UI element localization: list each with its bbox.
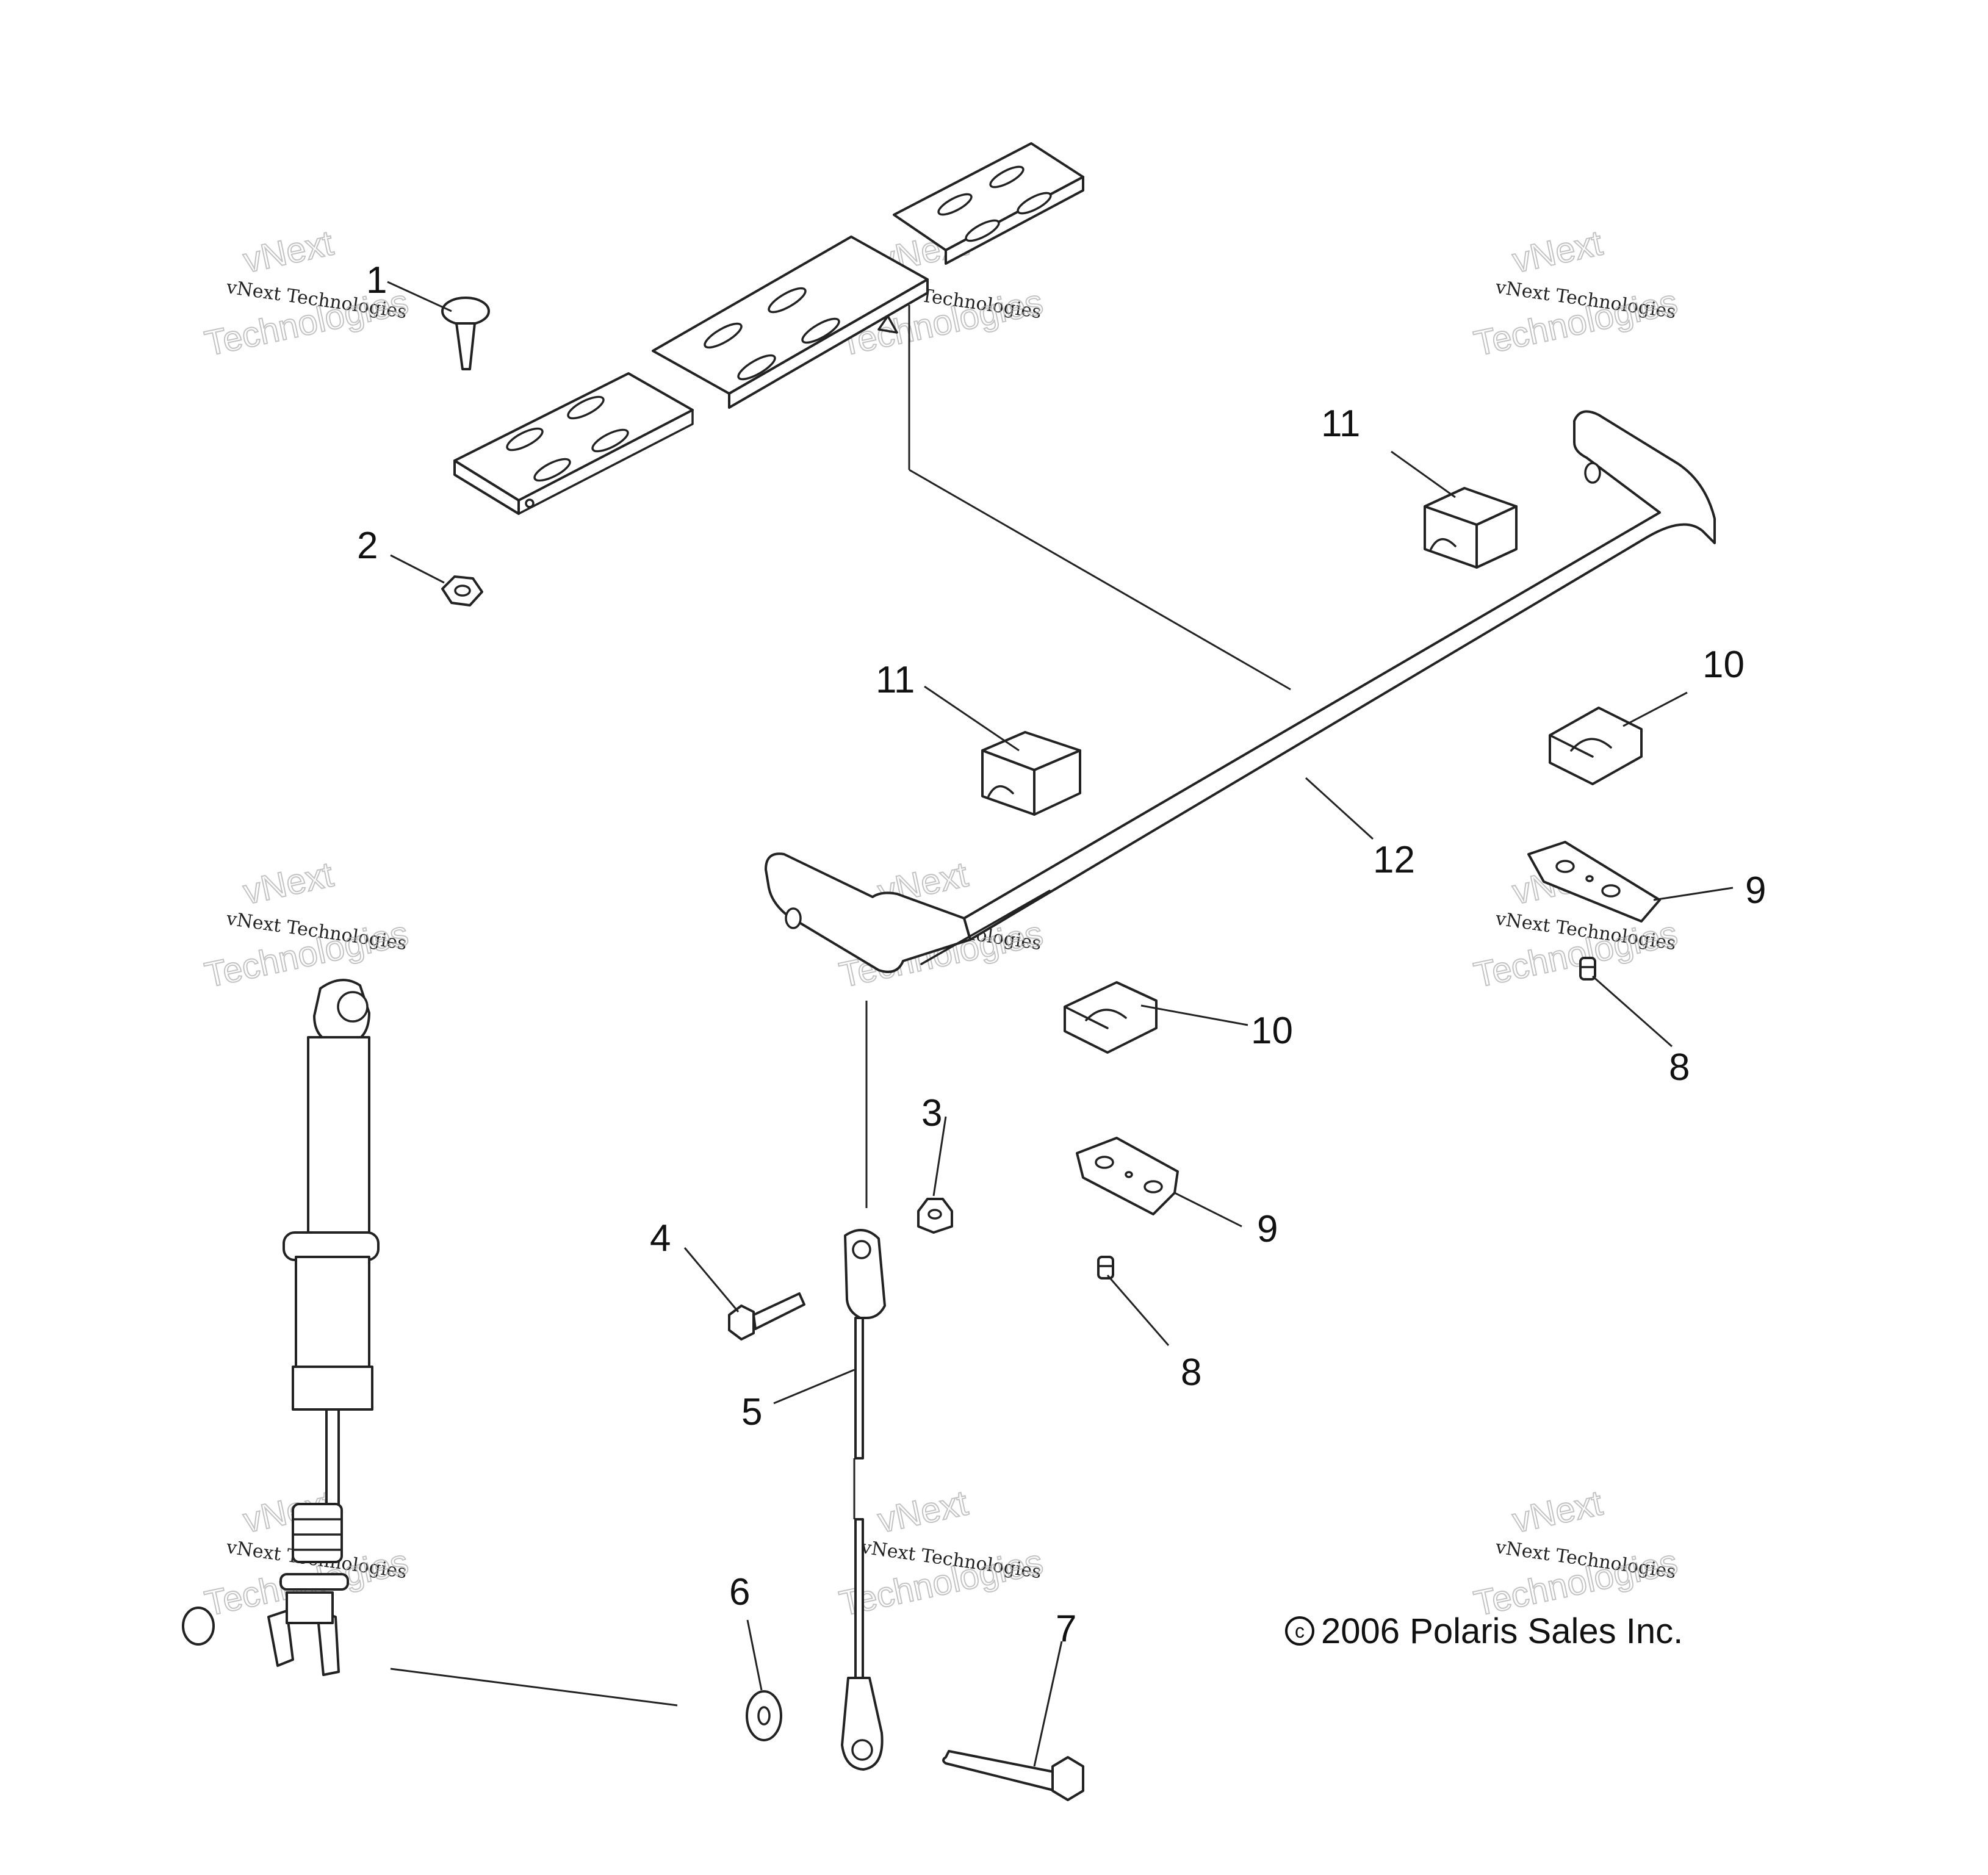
callout-2: 2 xyxy=(357,525,378,567)
shock-absorber xyxy=(182,979,380,1676)
watermark: vNext vNext Technologies Technologies xyxy=(1470,223,1682,364)
callout-numbers: 1 2 3 4 5 6 7 8 8 9 9 10 10 11 11 12 xyxy=(357,259,1766,1650)
copyright-symbol: c xyxy=(1295,1620,1305,1642)
callout-8-lower: 8 xyxy=(1181,1351,1201,1394)
watermark-top: vNext xyxy=(240,855,337,912)
callout-6: 6 xyxy=(729,1571,750,1613)
callout-10-upper: 10 xyxy=(1702,644,1745,686)
plate-upper xyxy=(1527,841,1661,923)
washer xyxy=(746,1690,782,1741)
grease-fitting-lower xyxy=(1097,1256,1114,1279)
mounting-rail-left xyxy=(453,372,694,515)
bolt-short xyxy=(728,1292,805,1341)
callout-3: 3 xyxy=(921,1092,942,1134)
callout-8-upper: 8 xyxy=(1669,1046,1690,1089)
callout-9-lower: 9 xyxy=(1257,1208,1278,1250)
bolt-long xyxy=(942,1750,1084,1801)
mounting-rail-center xyxy=(652,236,929,409)
callout-5: 5 xyxy=(741,1391,762,1433)
callout-12: 12 xyxy=(1373,839,1415,881)
watermark-top: vNext xyxy=(1509,223,1606,281)
assembly-lines xyxy=(390,305,1291,1707)
stabilizer-bar xyxy=(765,410,1716,973)
watermark-top: vNext xyxy=(1509,1483,1606,1541)
clamp-upper xyxy=(1549,707,1643,785)
copyright: c 2006 Polaris Sales Inc. xyxy=(1285,1611,1683,1651)
callout-7: 7 xyxy=(1056,1608,1076,1650)
watermark: vNext vNext Technologies Technologies xyxy=(835,1483,1047,1624)
mounting-rail-right xyxy=(893,142,1084,265)
callout-10-lower: 10 xyxy=(1251,1010,1293,1052)
grease-fitting-upper xyxy=(1579,957,1596,981)
plate-lower xyxy=(1076,1137,1179,1215)
clamp-lower xyxy=(1064,981,1158,1054)
callout-9-upper: 9 xyxy=(1745,869,1766,912)
callout-11-lower: 11 xyxy=(876,659,915,701)
copyright-circle xyxy=(1285,1616,1314,1646)
screw xyxy=(441,297,490,370)
watermark-top: vNext xyxy=(874,1483,971,1541)
watermark: vNext vNext Technologies Technologies xyxy=(201,854,412,996)
watermark-top: vNext xyxy=(240,223,337,281)
callout-4: 4 xyxy=(650,1217,671,1259)
callout-11-upper: 11 xyxy=(1321,403,1360,445)
watermark: vNext vNext Technologies Technologies xyxy=(1470,1483,1682,1624)
leader-lines xyxy=(387,281,1734,1767)
nut xyxy=(441,575,483,606)
bushing-upper xyxy=(1424,487,1518,569)
bushing-lower xyxy=(981,731,1081,816)
callout-1: 1 xyxy=(366,259,387,301)
copyright-text: 2006 Polaris Sales Inc. xyxy=(1321,1611,1683,1651)
lock-nut xyxy=(917,1198,953,1234)
stabilizer-link xyxy=(841,1229,886,1771)
